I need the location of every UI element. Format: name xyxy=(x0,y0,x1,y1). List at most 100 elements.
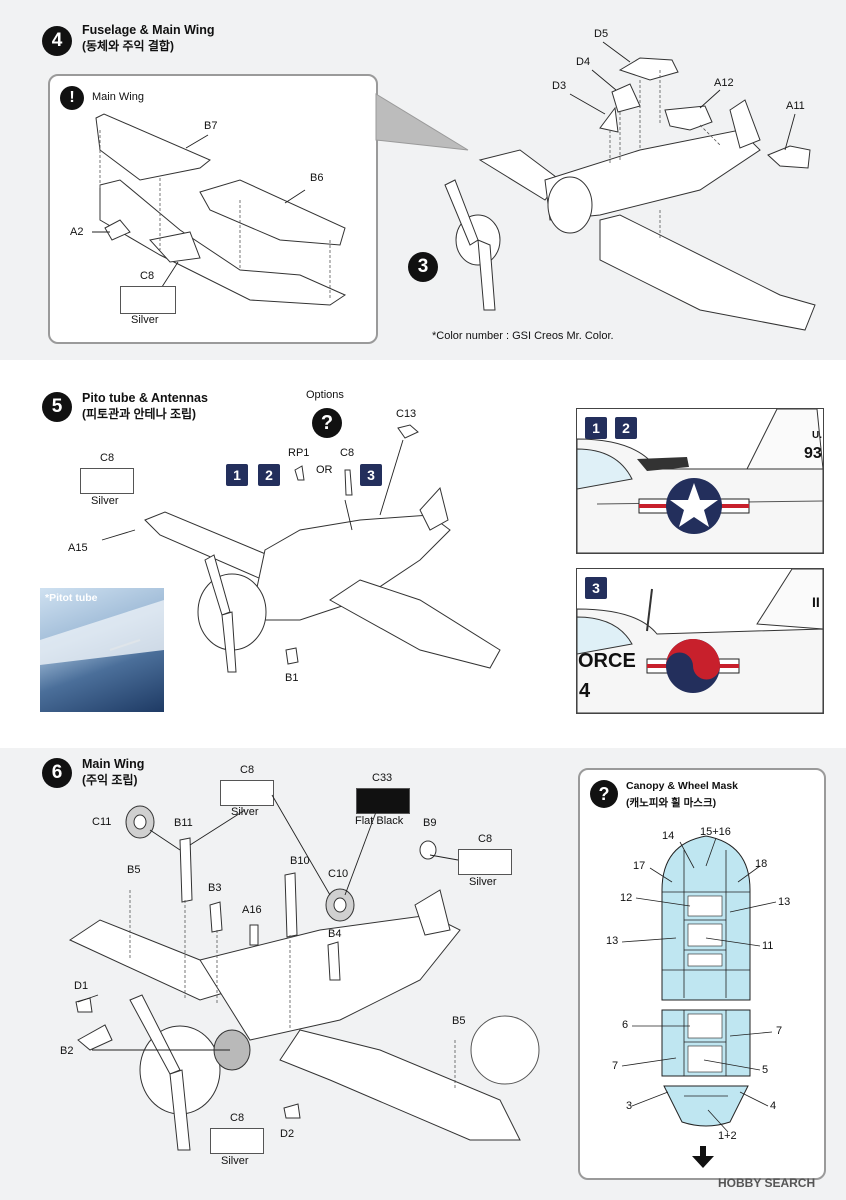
part-c11: C11 xyxy=(92,816,112,828)
part-b4: B4 xyxy=(328,928,342,940)
step-4-number: 4 xyxy=(42,26,72,56)
part-c10: C10 xyxy=(328,868,349,880)
part-a2: A2 xyxy=(70,226,84,238)
mask-label-4: 4 xyxy=(770,1100,777,1112)
marking-a-tag-1: 1 xyxy=(585,417,607,439)
part-b3: B3 xyxy=(208,882,222,894)
mask-title: Canopy & Wheel Mask xyxy=(626,780,739,792)
watermark: HOBBY SEARCH xyxy=(718,1176,816,1190)
or-label: OR xyxy=(316,464,333,476)
step-4-subtitle: (동체와 주익 결합) xyxy=(82,39,174,53)
step-4-title: Fuselage & Main Wing (동체와 주익 결합) xyxy=(82,22,215,54)
part-a11: A11 xyxy=(786,100,805,112)
step-5-subtitle: (피토관과 안테나 조립) xyxy=(82,407,197,421)
part-a12: A12 xyxy=(714,77,734,89)
step-6-number: 6 xyxy=(42,758,72,788)
part-b7: B7 xyxy=(204,120,218,132)
part-d1: D1 xyxy=(74,980,89,992)
paint-bottom-swatch xyxy=(210,1128,264,1154)
mask-label-17: 17 xyxy=(633,860,646,872)
part-b5-top: B5 xyxy=(127,864,141,876)
paint-bottom-code: C8 xyxy=(230,1112,245,1124)
paint-right-name: Silver xyxy=(469,876,497,888)
part-c13: C13 xyxy=(396,408,417,420)
step-4-title-text: Fuselage & Main Wing xyxy=(82,23,215,37)
paint-black-swatch xyxy=(356,788,410,814)
options-label: Options xyxy=(306,389,344,401)
question-icon: ? xyxy=(312,408,342,438)
step-6-subtitle: (주익 조립) xyxy=(82,773,138,787)
marking-b-tag-3: 3 xyxy=(585,577,607,599)
part-b2: B2 xyxy=(60,1045,74,1057)
paint-right-code: C8 xyxy=(478,833,493,845)
mask-label-6: 6 xyxy=(622,1019,629,1031)
step-5-number: 5 xyxy=(42,392,72,422)
mask-subtitle: (캐노피와 휠 마스크) xyxy=(626,797,717,809)
mask-label-7-right: 7 xyxy=(776,1025,783,1037)
part-d4: D4 xyxy=(576,56,591,68)
option-tag-3: 3 xyxy=(360,464,382,486)
part-b10: B10 xyxy=(290,855,310,867)
part-a15: A15 xyxy=(68,542,88,554)
warning-icon: ! xyxy=(60,86,84,110)
paint-black-name: Flat Black xyxy=(355,815,404,827)
paint-c8-name-s5: Silver xyxy=(91,495,119,507)
paint-c8-code-s5: C8 xyxy=(100,452,115,464)
paint-top-swatch xyxy=(220,780,274,806)
mask-label-1-2: 1+2 xyxy=(718,1130,737,1142)
paint-swatch-silver-s5 xyxy=(80,468,134,494)
marking-a-serial-2: 93 xyxy=(804,445,822,462)
paint-right-swatch xyxy=(458,849,512,875)
paint-black-code: C33 xyxy=(372,772,393,784)
paint-c8-code: C8 xyxy=(140,270,155,282)
mask-label-15-16: 15+16 xyxy=(700,826,731,838)
mask-label-13-left: 13 xyxy=(606,935,619,947)
mask-label-7-left: 7 xyxy=(612,1060,619,1072)
marking-panel-b xyxy=(576,568,824,714)
paint-swatch-silver xyxy=(120,286,176,314)
part-d3: D3 xyxy=(552,80,567,92)
step-6-title: Main Wing (주익 조립) xyxy=(82,756,144,788)
paint-bottom-name: Silver xyxy=(221,1155,249,1167)
part-c8-antenna: C8 xyxy=(340,447,355,459)
part-a16: A16 xyxy=(242,904,262,916)
mask-label-18: 18 xyxy=(755,858,768,870)
part-b6: B6 xyxy=(310,172,324,184)
part-d2: D2 xyxy=(280,1128,295,1140)
inset-pointer xyxy=(375,93,469,151)
marking-panel-a xyxy=(576,408,824,554)
fuselage-drawing xyxy=(444,41,816,331)
mask-label-12: 12 xyxy=(620,892,633,904)
paint-top-code: C8 xyxy=(240,764,255,776)
marking-a-serial: U. xyxy=(812,430,822,441)
marking-a-tag-2: 2 xyxy=(615,417,637,439)
option-tag-1: 1 xyxy=(226,464,248,486)
sub-step-badge-3: 3 xyxy=(408,252,438,282)
mask-label-13-right: 13 xyxy=(778,896,791,908)
marking-b-serial-2: II xyxy=(812,594,820,610)
part-d5: D5 xyxy=(594,28,609,40)
main-wing-inset-drawing xyxy=(92,113,347,306)
step-6-title-text: Main Wing xyxy=(82,757,145,771)
step-5-title-text: Pito tube & Antennas xyxy=(82,391,208,405)
step-5-title: Pito tube & Antennas (피토관과 안테나 조립) xyxy=(82,390,208,422)
mask-label-11: 11 xyxy=(762,940,774,952)
marking-b-serial: 4 xyxy=(579,680,591,702)
mask-label-3: 3 xyxy=(626,1100,633,1112)
part-b9: B9 xyxy=(423,817,437,829)
marking-b-text: ORCE xyxy=(578,650,636,672)
mask-label-14: 14 xyxy=(662,830,675,842)
mask-question-icon: ? xyxy=(590,780,618,808)
part-b11: B11 xyxy=(174,817,193,829)
option-tag-2: 2 xyxy=(258,464,280,486)
paint-c8-name: Silver xyxy=(131,314,159,326)
part-b5-bottom: B5 xyxy=(452,1015,466,1027)
color-note: *Color number : GSI Creos Mr. Color. xyxy=(432,330,614,342)
part-b1: B1 xyxy=(285,672,299,684)
part-rp1: RP1 xyxy=(288,447,310,459)
inset-title: Main Wing xyxy=(92,91,144,103)
pitot-photo-label: *Pitot tube xyxy=(45,592,98,604)
